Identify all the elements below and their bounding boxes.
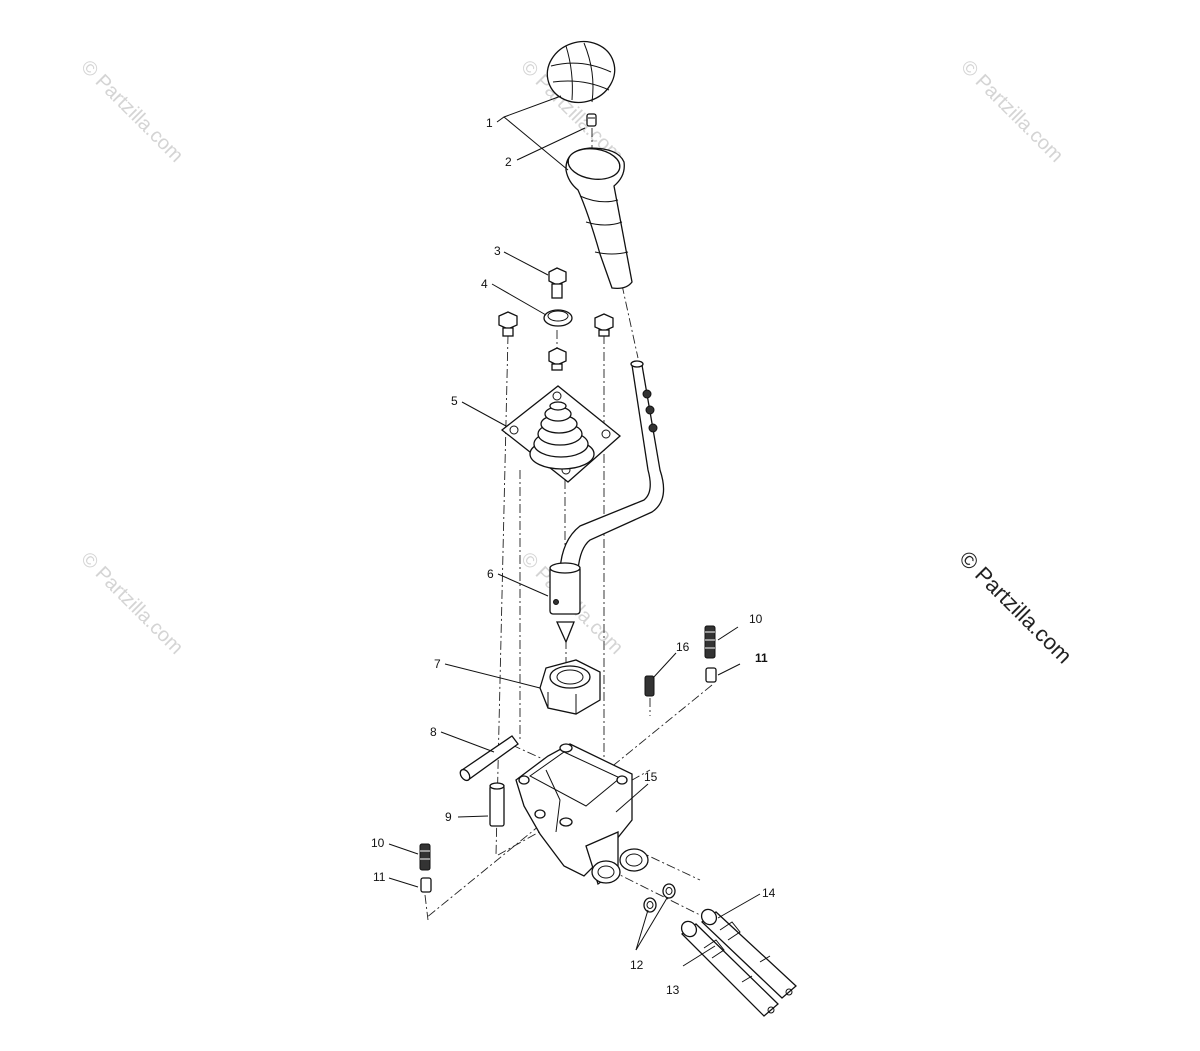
bolt-3 [548, 267, 567, 299]
callout-16: 16 [676, 640, 690, 654]
shift-lever [549, 360, 665, 644]
plunger-11-left [420, 877, 432, 893]
callout-11-left: 11 [373, 870, 386, 884]
bolt-right [594, 313, 614, 337]
pin-8 [459, 735, 519, 782]
bolt-center [548, 347, 567, 371]
callout-6: 6 [487, 567, 494, 581]
callout-3: 3 [494, 244, 501, 258]
callout-5: 5 [451, 394, 458, 408]
callout-1: 1 [486, 116, 493, 130]
bolt-left [498, 311, 518, 337]
callout-2: 2 [505, 155, 512, 169]
callout-7: 7 [434, 657, 441, 671]
callout-11-right: 11 [755, 651, 768, 665]
knob-screw [586, 113, 597, 127]
shift-rod-14 [700, 908, 797, 999]
spring-16 [644, 675, 655, 697]
washer-upper [662, 883, 676, 899]
callout-10-right: 10 [749, 612, 763, 626]
callout-9: 9 [445, 810, 452, 824]
watermark-top-left: © Partzilla.com [76, 56, 187, 167]
pivot-housing [539, 659, 601, 715]
watermark-main: © Partzilla.com [954, 546, 1077, 669]
callout-8: 8 [430, 725, 437, 739]
callout-10-left: 10 [371, 836, 385, 850]
washer-lower [643, 897, 657, 913]
shift-boot [565, 147, 633, 290]
shift-rod-13 [680, 920, 779, 1017]
spring-10-left [419, 843, 431, 871]
callout-13: 13 [666, 983, 680, 997]
callout-12: 12 [630, 958, 644, 972]
dowel-9 [489, 782, 505, 827]
collar-4 [543, 309, 573, 327]
shifter-housing [515, 743, 649, 886]
leader-lines [388, 95, 761, 967]
plunger-11-right [705, 667, 717, 683]
callout-14: 14 [762, 886, 776, 900]
watermark-mid-left: © Partzilla.com [76, 548, 187, 659]
callout-4: 4 [481, 277, 488, 291]
boot-plate [500, 385, 622, 483]
callout-labels: 1 2 3 4 5 6 7 8 9 10 11 16 15 10 11 12 1… [371, 116, 776, 997]
shift-knob [546, 40, 616, 104]
callout-15: 15 [644, 770, 658, 784]
watermark-top-right: © Partzilla.com [956, 56, 1067, 167]
spring-10-right [704, 625, 716, 659]
